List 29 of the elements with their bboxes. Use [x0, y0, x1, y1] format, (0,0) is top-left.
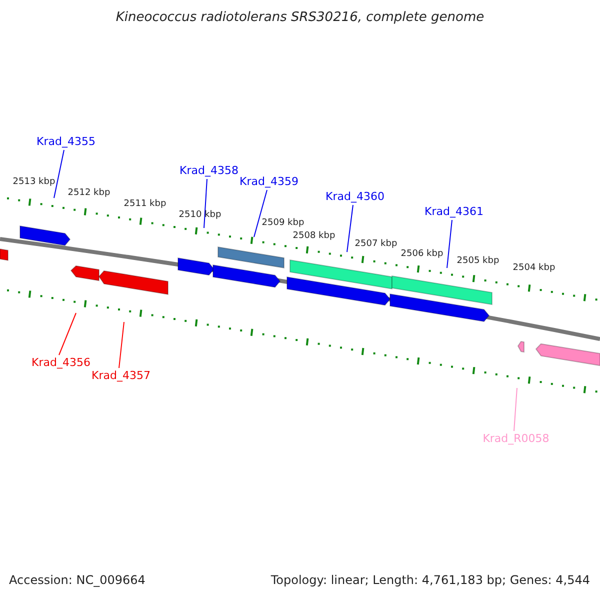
scale-label: 2508 kbp — [292, 232, 336, 242]
scale-label: 2510 kbp — [178, 211, 222, 221]
gene-label: Krad_R0058 — [482, 432, 550, 446]
scale-label: 2512 kbp — [68, 189, 110, 199]
gene-label: Krad_4357 — [92, 370, 150, 382]
gene-label: Krad_4356 — [32, 356, 90, 370]
scale-label: 2506 kbp — [400, 250, 444, 260]
leader-line — [346, 204, 354, 252]
gene-label: Krad_4359 — [240, 176, 298, 188]
gene-label: Krad_4361 — [424, 206, 484, 218]
leader-line — [254, 190, 268, 238]
accession-label: Accession: NC_009664 — [9, 574, 146, 588]
scale-label: 2511 kbp — [124, 200, 166, 210]
scale-label: 2505 kbp — [456, 257, 500, 267]
title: Kineococcus radiotolerans SRS30216, complete genome — [116, 10, 484, 26]
leader-line — [446, 220, 452, 268]
leader-line — [118, 322, 124, 368]
leader-line — [204, 178, 208, 228]
gene-label: Krad_4358 — [180, 164, 238, 178]
gene-label: Krad_4355 — [36, 136, 96, 148]
scale-label: 2504 kbp — [512, 264, 556, 274]
genome-info: Topology: linear; Length: 4,761,183 bp; Genes: 4,544 — [270, 574, 590, 588]
scale-label: 2509 kbp — [262, 219, 304, 229]
scale-label: 2513 kbp — [12, 178, 56, 188]
leader-line — [514, 388, 518, 432]
leader-line — [54, 150, 64, 198]
scale-label: 2507 kbp — [354, 240, 398, 250]
leader-line — [58, 312, 76, 356]
gene-label: Krad_4360 — [326, 190, 384, 204]
